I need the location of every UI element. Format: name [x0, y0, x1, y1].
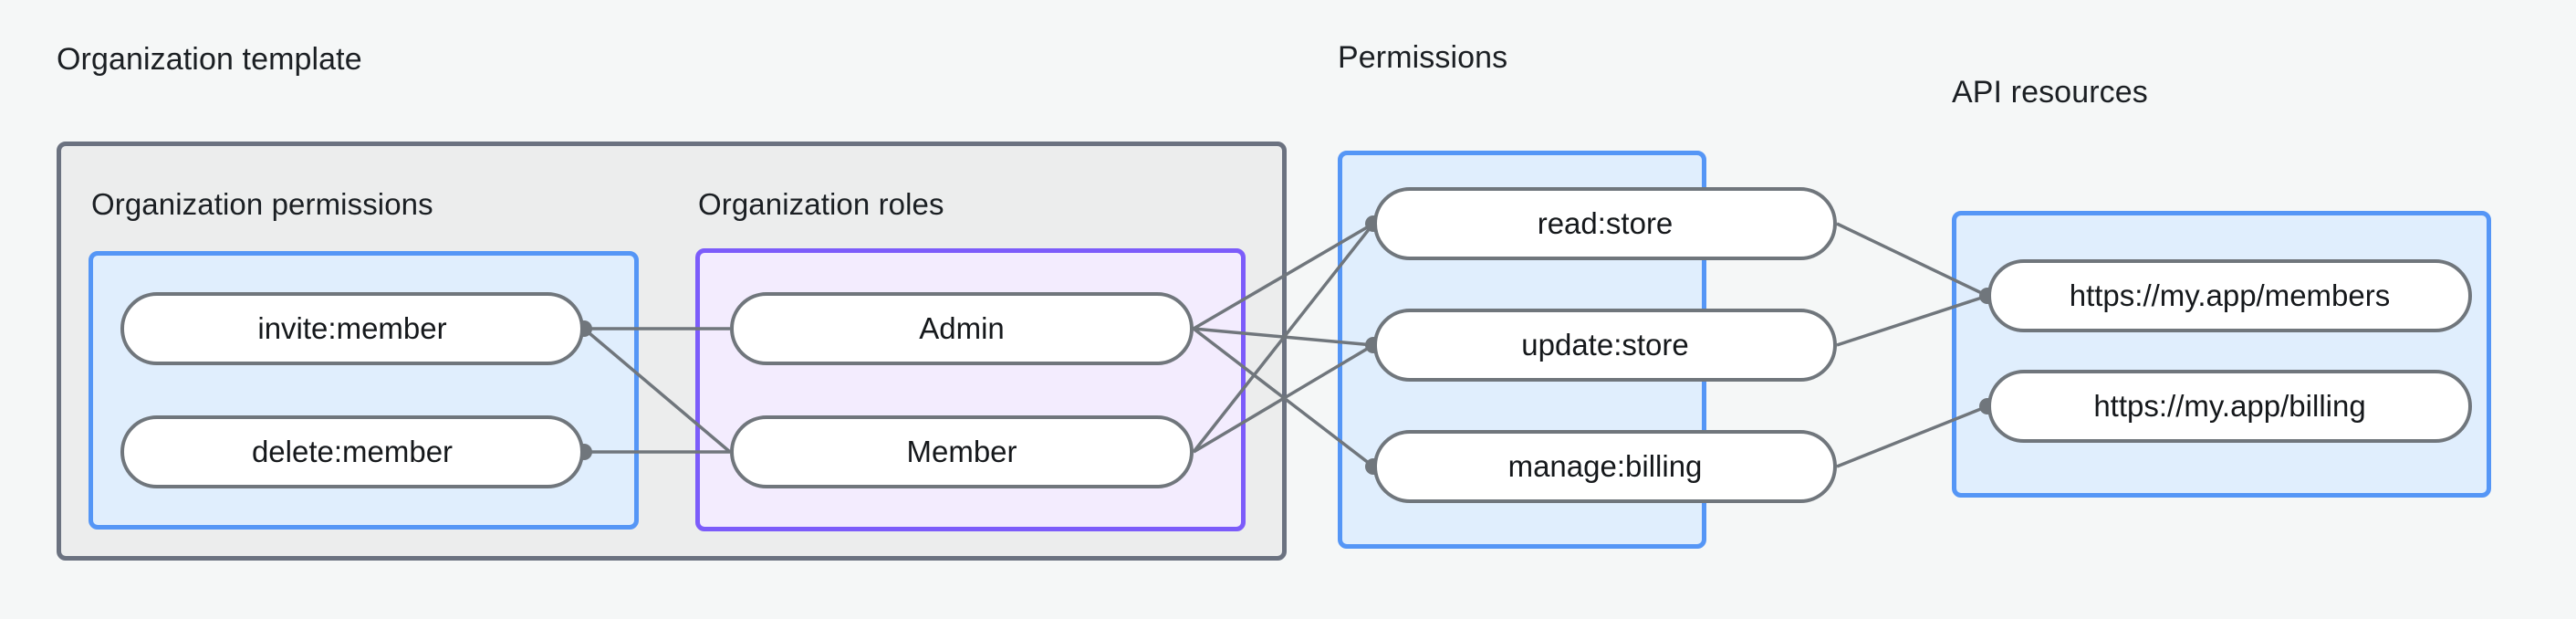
node-delete-member[interactable]: delete:member — [120, 415, 584, 488]
group-title-api-resources: API resources — [1952, 75, 2148, 110]
group-organization-roles — [695, 248, 1246, 531]
node-manage-billing[interactable]: manage:billing — [1373, 430, 1837, 503]
node-update-store[interactable]: update:store — [1373, 309, 1837, 382]
node-resource-billing[interactable]: https://my.app/billing — [1987, 370, 2472, 443]
group-title-organization-template: Organization template — [57, 42, 362, 77]
group-title-permissions: Permissions — [1338, 40, 1508, 75]
node-read-store[interactable]: read:store — [1373, 187, 1837, 260]
group-title-organization-roles: Organization roles — [698, 187, 944, 221]
group-api-resources — [1952, 211, 2491, 498]
node-resource-members[interactable]: https://my.app/members — [1987, 259, 2472, 332]
group-title-organization-permissions: Organization permissions — [91, 187, 433, 221]
node-invite-member[interactable]: invite:member — [120, 292, 584, 365]
node-role-member[interactable]: Member — [730, 415, 1194, 488]
node-role-admin[interactable]: Admin — [730, 292, 1194, 365]
